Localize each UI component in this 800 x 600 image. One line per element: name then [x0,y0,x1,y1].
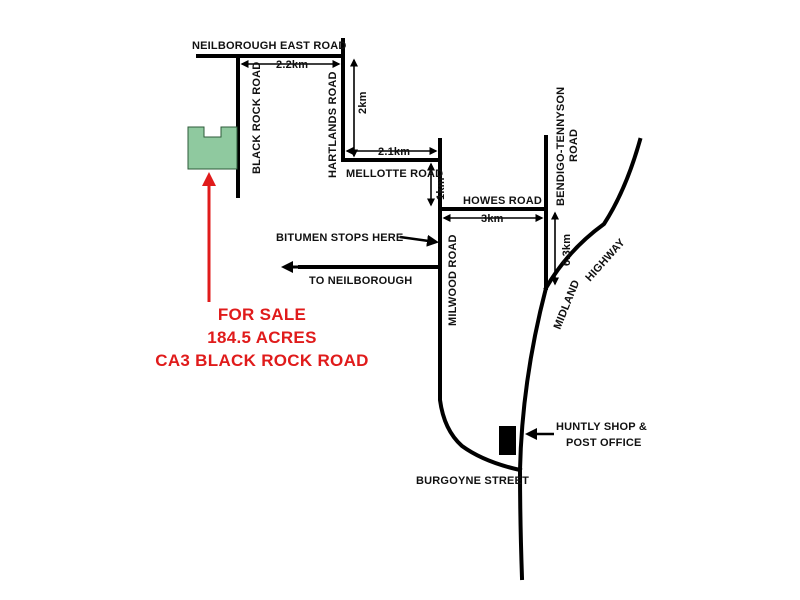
label-post-office: POST OFFICE [566,437,642,449]
label-distance-6-3km: 6.3km [561,234,573,266]
label-highway: HIGHWAY [583,236,628,284]
measurements [240,58,559,286]
road-midland-highway-north [543,137,643,291]
label-howes-road: HOWES ROAD [463,195,542,207]
label-burgoyne-street: BURGOYNE STREET [416,475,529,487]
sale-title: FOR SALE [218,305,306,324]
label-mellotte-road: MELLOTTE ROAD [346,168,443,180]
label-distance-2-2km: 2.2km [276,59,308,71]
road-midland-highway-south [517,285,549,581]
road-milwood [438,138,523,473]
shop-marker [499,426,516,455]
label-midland: MIDLAND [552,278,583,331]
property-parcel [187,126,238,170]
label-to-neilborough: TO NEILBOROUGH [309,275,412,287]
label-bitumen-stops-here: BITUMEN STOPS HERE [276,232,403,244]
label-distance-2km: 2km [357,91,369,114]
label-bendigo-tennyson-road: ROAD [568,129,580,162]
label-distance-2-1km: 2.1km [378,146,410,158]
label-neilborough-east-road: NEILBOROUGH EAST ROAD [192,40,347,52]
label-distance-1km: 1km [435,177,447,200]
sale-property-name: CA3 BLACK ROCK ROAD [155,351,368,370]
bitumen-arrow [399,234,439,247]
label-distance-3km: 3km [481,213,504,225]
label-bendigo-tennyson: BENDIGO-TENNYSON [555,87,567,206]
sale-acreage: 184.5 ACRES [207,328,316,347]
label-hartlands-road: HARTLANDS ROAD [327,71,339,178]
label-huntly-shop: HUNTLY SHOP & [556,421,647,433]
label-black-rock-road: BLACK ROCK ROAD [251,62,263,174]
roads [196,38,643,581]
label-milwood-road: MILWOOD ROAD [447,234,459,326]
